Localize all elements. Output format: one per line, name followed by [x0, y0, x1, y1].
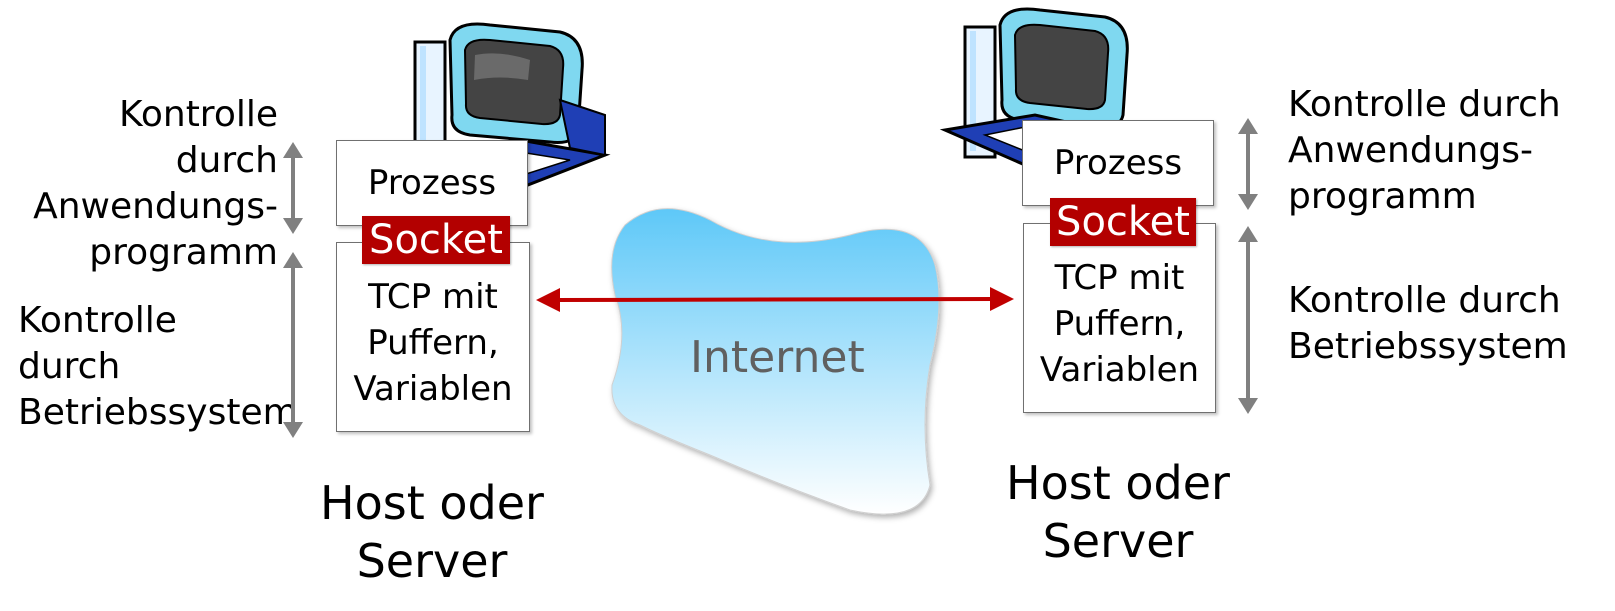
left-os-bracket-arrow	[283, 252, 303, 438]
left-app-control-label: Kontrolle durch Anwendungs- programm	[33, 94, 278, 273]
right-os-control-label: Kontrolle durch Betriebssystem	[1288, 280, 1568, 367]
tcp-connection-arrow	[536, 287, 1014, 312]
left-socket: Socket	[362, 216, 510, 264]
right-process-box: Prozess	[1022, 120, 1214, 206]
left-host-label: Host oder Server	[320, 476, 544, 588]
left-tcp-box: TCP mit Puffern, Variablen	[336, 242, 530, 432]
left-os-control-label: Kontrolle durch Betriebssystem	[18, 300, 298, 433]
left-process-box: Prozess	[336, 140, 528, 226]
right-socket: Socket	[1050, 198, 1196, 246]
right-app-bracket-arrow	[1238, 118, 1258, 210]
cloud-icon	[611, 208, 940, 515]
right-app-control-label: Kontrolle durch Anwendungs- programm	[1288, 84, 1561, 217]
right-os-bracket-arrow	[1238, 226, 1258, 414]
right-host-label: Host oder Server	[1006, 456, 1230, 568]
right-tcp-box: TCP mit Puffern, Variablen	[1023, 223, 1216, 413]
internet-label: Internet	[690, 332, 865, 383]
left-app-bracket-arrow	[283, 142, 303, 234]
